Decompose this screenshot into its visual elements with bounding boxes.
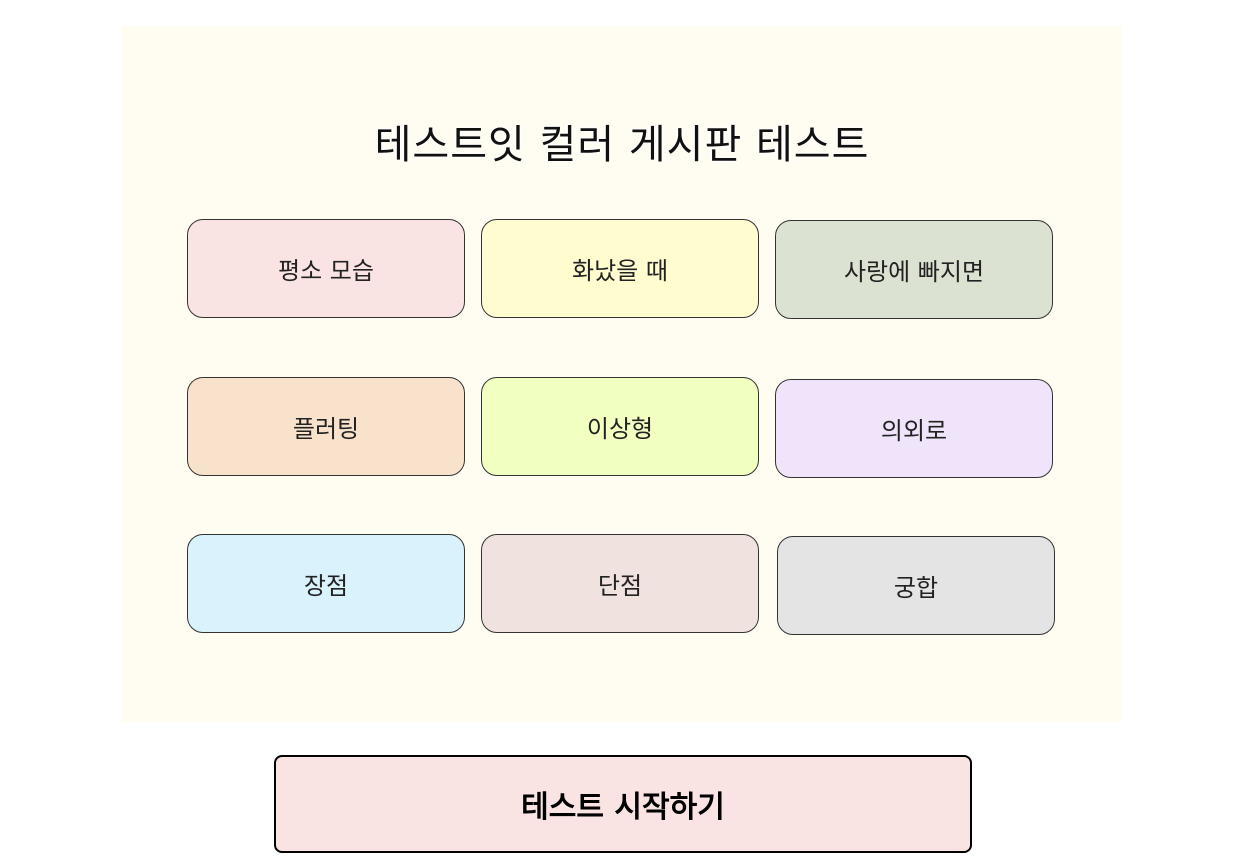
tile-label: 플러팅 (292, 415, 360, 443)
tile-flirting[interactable]: 플러팅 (187, 377, 465, 476)
tile-label: 이상형 (586, 415, 654, 443)
tile-ideal-type[interactable]: 이상형 (481, 377, 759, 476)
tile-label: 평소 모습 (278, 257, 374, 285)
tile-strengths[interactable]: 장점 (187, 534, 465, 633)
tile-surprisingly[interactable]: 의외로 (775, 379, 1053, 478)
tile-label: 의외로 (880, 417, 948, 445)
start-test-label: 테스트 시작하기 (521, 790, 725, 825)
tile-label: 사랑에 빠지면 (843, 258, 985, 286)
page-title: 테스트잇 컬러 게시판 테스트 (374, 122, 870, 168)
tile-weaknesses[interactable]: 단점 (481, 534, 759, 633)
tile-in-love[interactable]: 사랑에 빠지면 (775, 220, 1053, 319)
tile-label: 단점 (597, 572, 643, 600)
tile-normal[interactable]: 평소 모습 (187, 219, 465, 318)
tile-label: 궁합 (893, 574, 939, 602)
start-test-button[interactable]: 테스트 시작하기 (274, 755, 972, 853)
tile-label: 장점 (303, 572, 349, 600)
tile-label: 화났을 때 (572, 257, 668, 285)
tile-compatibility[interactable]: 궁합 (777, 536, 1055, 635)
tile-angry[interactable]: 화났을 때 (481, 219, 759, 318)
